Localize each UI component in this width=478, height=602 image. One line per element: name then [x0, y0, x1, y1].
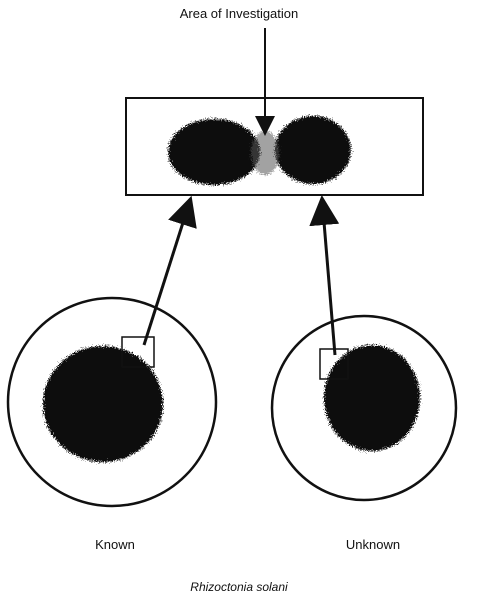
- investigation-box: [125, 97, 424, 196]
- known-sample-box: [121, 336, 155, 368]
- diagram-title: Area of Investigation: [179, 6, 299, 21]
- known-label: Known: [95, 537, 135, 552]
- known-colony: [43, 346, 163, 462]
- known-dish: [6, 296, 218, 508]
- top-colony-left: [168, 119, 260, 185]
- colony-pair: [168, 116, 351, 185]
- unknown-label: Unknown: [345, 537, 401, 552]
- unknown-transfer-arrow: [309, 195, 340, 356]
- known-transfer-arrow: [142, 195, 197, 346]
- interaction-zone: [251, 131, 279, 175]
- top-colony-right: [275, 116, 351, 184]
- species-caption: Rhizoctonia solani: [190, 580, 288, 594]
- unknown-colony: [324, 345, 420, 451]
- unknown-dish: [270, 314, 458, 502]
